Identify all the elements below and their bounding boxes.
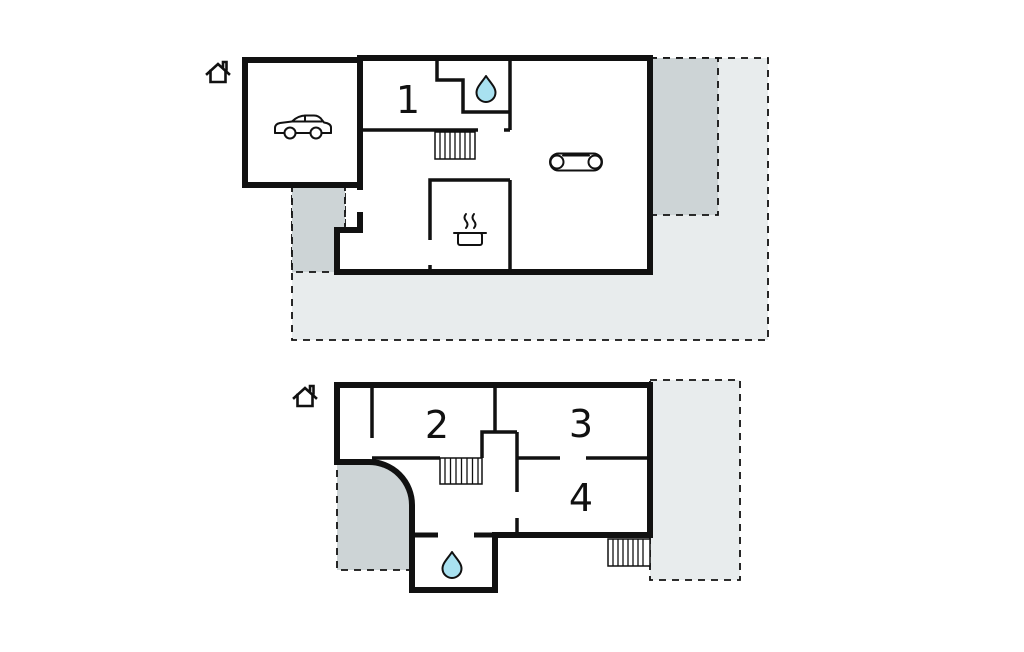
water-drop-icon [441, 551, 463, 579]
sofa-icon [549, 152, 603, 172]
room-label-3: 3 [569, 402, 593, 446]
bathroom-walls [435, 58, 510, 114]
lower-floor-plan: 2 3 4 [292, 379, 741, 593]
entrance-house-icon [292, 384, 318, 408]
garage [242, 57, 363, 188]
upper-floor-plan: 1 [205, 55, 769, 341]
car-icon [274, 114, 332, 140]
water-drop-icon [475, 75, 497, 103]
lower-terrace-left [336, 461, 413, 571]
kitchen-walls [428, 178, 510, 272]
upper-terrace-right [649, 57, 719, 216]
external-stairs-icon [607, 538, 651, 567]
upper-house-outline [334, 55, 653, 275]
lower-house-outline [334, 382, 653, 593]
stairs-icon [434, 131, 476, 160]
stairs-icon [439, 457, 483, 485]
stairwell-closet-walls [480, 430, 517, 458]
garage-door-opening [354, 190, 366, 212]
entrance-house-icon [205, 60, 231, 84]
room-label-2: 2 [425, 403, 449, 447]
room-label-4: 4 [569, 476, 593, 520]
lower-terrace-right [649, 379, 741, 581]
room-label-1: 1 [396, 78, 420, 122]
stove-pot-icon [453, 213, 487, 246]
